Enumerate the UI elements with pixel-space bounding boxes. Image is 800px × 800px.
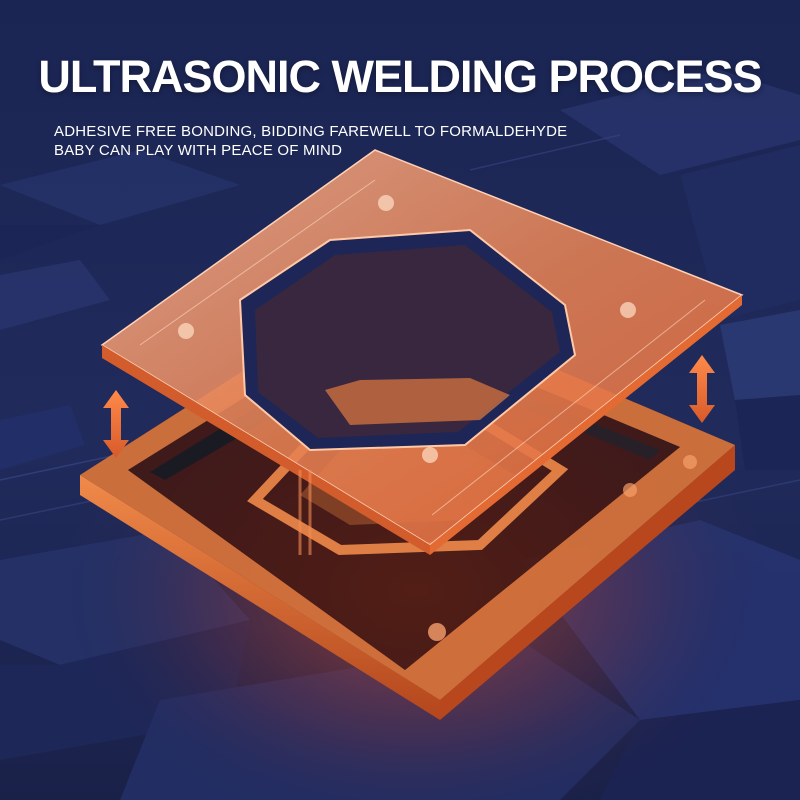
headline-title: ULTRASONIC WELDING PROCESS [38, 51, 762, 102]
subtitle-line-2: BABY CAN PLAY WITH PEACE OF MIND [54, 142, 343, 159]
double-arrow-left-icon [103, 390, 129, 458]
subtitle-line-1: ADHESIVE FREE BONDING, BIDDING FAREWELL … [54, 123, 568, 140]
top-cover [100, 149, 744, 555]
double-arrow-right-icon [689, 355, 715, 423]
